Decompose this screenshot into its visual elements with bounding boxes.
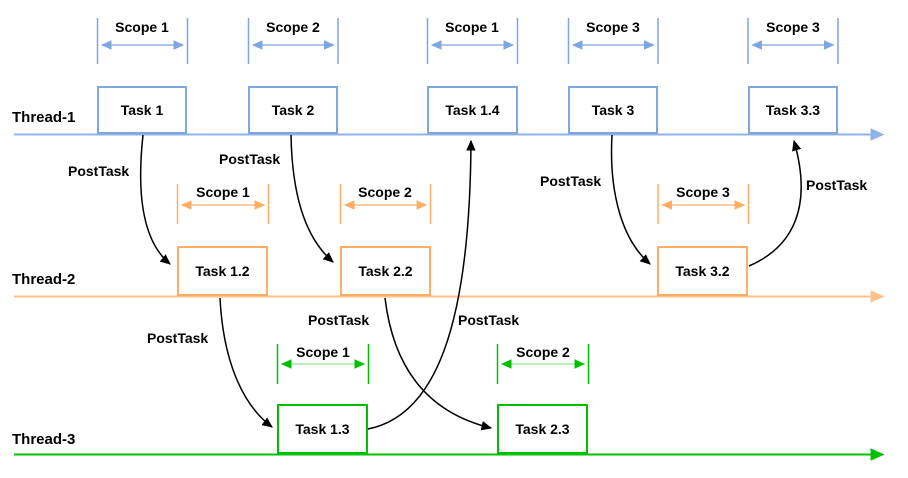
scope-range-task-1 — [96, 18, 189, 64]
scope-range-task-2-2 — [339, 184, 432, 224]
posttask-arrow-task2-2-to-task2-3 — [384, 297, 493, 431]
task-box-task-1-2: Task 1.2 — [177, 246, 268, 296]
scope-range-task-2 — [247, 18, 339, 64]
task-box-task-1-3: Task 1.3 — [277, 404, 368, 454]
scope-label-task-1-4: Scope 1 — [445, 19, 499, 35]
posttask-arrow-task2-to-task2-2 — [290, 134, 334, 263]
scope-range-task-1-4 — [426, 18, 519, 64]
scope-label-task-2-3: Scope 2 — [516, 344, 570, 360]
posttask-arrow-task1-2-to-task1-3 — [219, 297, 273, 428]
posttask-arrow-task1-3-to-task1-4 — [367, 139, 476, 430]
task-box-task-1-4: Task 1.4 — [427, 86, 518, 134]
thread-1-label: Thread-1 — [12, 109, 76, 126]
scope-label-task-3-3: Scope 3 — [766, 19, 820, 35]
scope-range-task-1-2 — [176, 184, 270, 224]
posttask-label-2: PostTask — [219, 151, 281, 167]
task-box-task-3-2: Task 3.2 — [657, 246, 748, 296]
task-box-task-2-2: Task 2.2 — [340, 246, 431, 296]
posttask-arrow-task1-to-task1-2 — [139, 134, 171, 265]
task-box-task-2: Task 2 — [248, 86, 338, 134]
thread-2-label: Thread-2 — [12, 271, 76, 288]
posttask-label-7: PostTask — [458, 312, 520, 328]
scope-range-task-1-3 — [276, 344, 370, 384]
thread-3-label: Thread-3 — [12, 431, 76, 448]
scope-label-task-2-2: Scope 2 — [358, 184, 412, 200]
scope-label-task-1-3: Scope 1 — [296, 344, 350, 360]
scope-range-task-2-3 — [496, 344, 590, 384]
scope-range-task-3-2 — [657, 184, 750, 224]
scope-range-task-3 — [567, 18, 659, 64]
posttask-label-3: PostTask — [540, 173, 602, 189]
posttask-label-1: PostTask — [68, 163, 130, 179]
scope-label-task-1-2: Scope 1 — [196, 184, 250, 200]
task-box-task-1: Task 1 — [97, 86, 187, 134]
posttask-arrow-task3-2-to-task3-3 — [748, 139, 802, 267]
posttask-arrow-task3-to-task3-2 — [610, 134, 651, 265]
scope-label-task-2: Scope 2 — [266, 19, 320, 35]
scope-label-task-3-2: Scope 3 — [676, 184, 730, 200]
posttask-label-4: PostTask — [806, 177, 868, 193]
task-box-task-3: Task 3 — [568, 86, 658, 134]
scope-range-task-3-3 — [747, 18, 839, 64]
task-box-task-3-3: Task 3.3 — [748, 86, 838, 134]
posttask-label-5: PostTask — [147, 330, 209, 346]
task-box-task-2-3: Task 2.3 — [497, 404, 588, 454]
scope-label-task-1: Scope 1 — [115, 19, 169, 35]
posttask-label-6: PostTask — [308, 312, 370, 328]
scope-label-task-3: Scope 3 — [586, 19, 640, 35]
